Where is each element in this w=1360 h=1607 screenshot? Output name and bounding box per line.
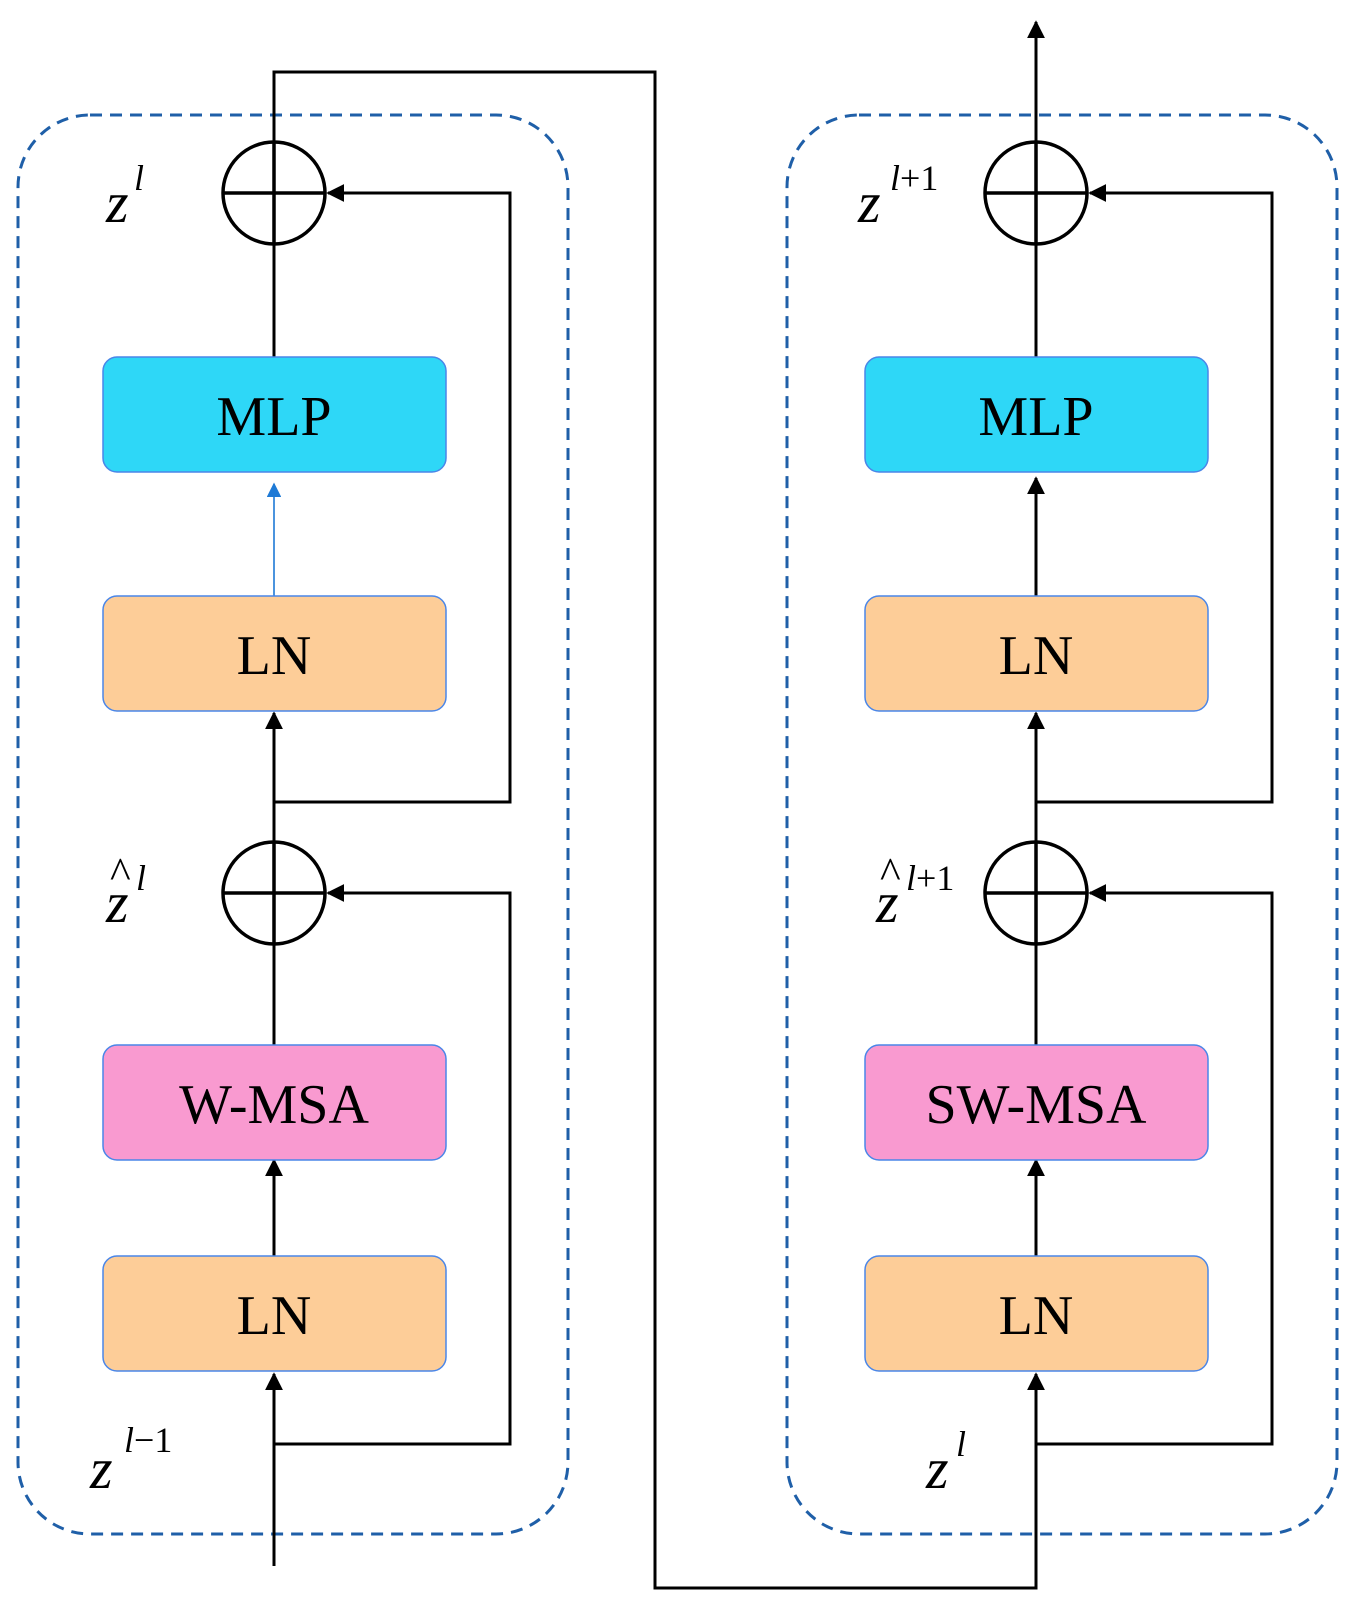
right-mlp-box: MLP	[864, 356, 1209, 473]
left-z-hat-label: ^ z l	[105, 849, 146, 935]
left-residual-1	[274, 884, 512, 1446]
right-add-bottom-icon	[983, 840, 1089, 946]
right-ln-top-label: LN	[999, 625, 1074, 687]
left-z-in-sup-l: l	[124, 1420, 134, 1460]
right-ln-top-box: LN	[864, 595, 1209, 712]
left-ln-bottom-box: LN	[102, 1255, 447, 1372]
left-z-out-label: z l	[105, 158, 144, 235]
right-z-hat-base: z	[875, 870, 899, 935]
left-wmsa-label: W-MSA	[179, 1074, 369, 1136]
right-z-out-sup-rest: +1	[900, 158, 938, 198]
left-wmsa-box: W-MSA	[102, 1044, 447, 1161]
left-ln-top-box: LN	[102, 595, 447, 712]
left-z-out-sup: l	[134, 158, 144, 198]
right-z-hat-sup-rest: +1	[916, 858, 954, 898]
left-residual-2	[274, 184, 512, 804]
left-z-hat-base: z	[105, 870, 129, 935]
left-add-top-icon	[221, 140, 327, 246]
left-add-bottom-icon	[221, 840, 327, 946]
right-z-out-base: z	[857, 170, 881, 235]
left-z-out-base: z	[105, 170, 129, 235]
right-z-hat-accent: ^	[880, 849, 901, 898]
right-block-container	[785, 113, 1339, 1536]
left-z-hat-accent: ^	[110, 849, 131, 898]
left-z-hat-sup: l	[136, 858, 146, 898]
right-z-in-sup: l	[956, 1424, 966, 1464]
left-ln-top-label: LN	[237, 625, 312, 687]
left-z-in-base: z	[89, 1436, 113, 1501]
right-swmsa-box: SW-MSA	[864, 1044, 1209, 1161]
right-residual-1	[1036, 884, 1274, 1446]
right-z-hat-label: ^ z l+1	[875, 849, 954, 935]
left-z-in-sup-rest: −1	[134, 1420, 172, 1460]
right-z-in-label: z l	[925, 1424, 966, 1501]
left-mlp-box: MLP	[102, 356, 447, 473]
left-ln-bottom-label: LN	[237, 1285, 312, 1347]
right-swmsa-label: SW-MSA	[926, 1074, 1147, 1136]
right-z-hat-sup: l+1	[906, 858, 954, 898]
left-mlp-label: MLP	[216, 386, 331, 448]
left-block-container	[16, 113, 570, 1536]
inter-block-connector	[272, 70, 1038, 1590]
right-z-in-base: z	[925, 1436, 949, 1501]
left-z-in-label: z l−1	[89, 1420, 172, 1501]
right-z-out-sup-l: l	[890, 158, 900, 198]
right-add-top-icon	[983, 140, 1089, 246]
right-mlp-label: MLP	[978, 386, 1093, 448]
right-z-out-sup: l+1	[890, 158, 938, 198]
right-ln-bottom-box: LN	[864, 1255, 1209, 1372]
right-z-hat-sup-l: l	[906, 858, 916, 898]
right-residual-2	[1036, 184, 1274, 804]
right-z-out-label: z l+1	[857, 158, 938, 235]
right-ln-bottom-label: LN	[999, 1285, 1074, 1347]
left-z-in-sup: l−1	[124, 1420, 172, 1460]
